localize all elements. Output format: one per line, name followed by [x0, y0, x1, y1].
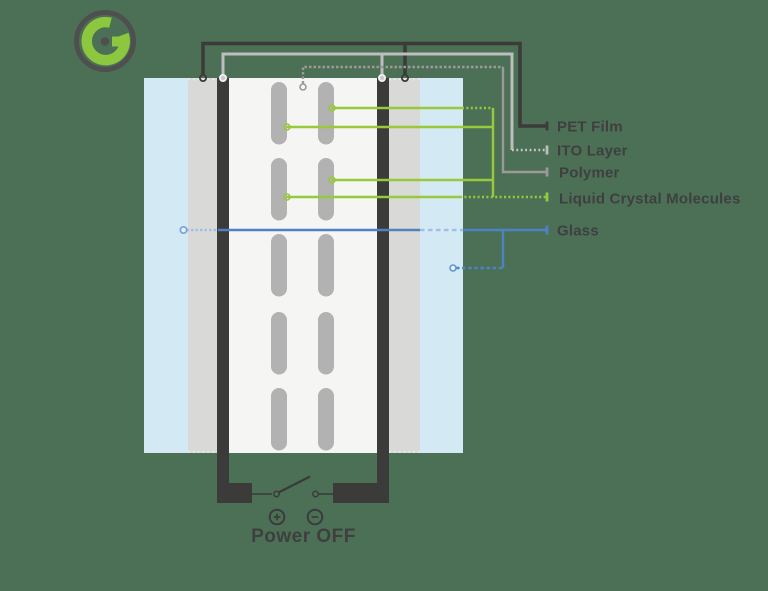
wire-node-dot — [377, 74, 386, 83]
glass-right-layer — [420, 78, 463, 453]
lc-molecule-pill — [271, 312, 287, 375]
wire-node-dot — [198, 74, 207, 83]
power-state-label: Power OFF — [251, 526, 356, 547]
lc-molecule-pill — [318, 234, 334, 297]
polarity-symbols — [268, 508, 324, 526]
g-icon — [81, 16, 130, 66]
lc-molecule-pill — [271, 158, 287, 221]
lc-molecule-pill — [271, 388, 287, 451]
logo-center-dot — [100, 37, 110, 46]
open-switch-icon — [252, 475, 333, 498]
circled-minus-icon — [306, 508, 324, 526]
label-ito-layer: ITO Layer — [557, 142, 628, 160]
label-pet-film: PET Film — [557, 118, 623, 136]
lc-molecule-pill — [318, 388, 334, 451]
lc-molecule-pill — [318, 158, 334, 221]
polymer-layer — [229, 78, 377, 453]
lc-molecule-pill — [271, 234, 287, 297]
label-polymer: Polymer — [559, 164, 620, 182]
wire-node-dot — [218, 74, 227, 83]
glass-node-dot — [179, 225, 188, 235]
brand-logo — [74, 10, 136, 72]
logo-ring — [74, 10, 136, 72]
ito-left-electrode — [217, 78, 229, 503]
lc-node-dot — [328, 104, 336, 112]
glass-connectors — [179, 225, 546, 272]
switch-blade — [277, 475, 311, 494]
liquid-crystal-molecules — [271, 82, 334, 451]
switch-contact-dot — [312, 490, 319, 498]
lc-node-dot — [283, 193, 291, 201]
glass-node-dot — [449, 264, 457, 272]
lc-molecule-pill — [318, 82, 334, 145]
glass-left-layer — [144, 78, 188, 453]
switch-contact-dot — [273, 490, 280, 498]
polymer-label-lead — [501, 67, 546, 174]
top-wiring — [198, 41, 546, 174]
circled-plus-icon — [268, 508, 286, 526]
polymer-wire-dashed — [301, 65, 503, 84]
lc-molecule-connectors — [283, 104, 546, 201]
lc-molecule-pill — [318, 312, 334, 375]
lc-molecule-pill — [271, 82, 287, 145]
label-liquid-crystal-molecules: Liquid Crystal Molecules — [559, 190, 741, 208]
pet-dotted-edges — [188, 78, 420, 453]
pet-film-left-layer — [188, 78, 217, 453]
electrode-foot-left — [217, 483, 252, 503]
film-stack — [144, 78, 463, 503]
ito-wire — [221, 52, 514, 150]
electrode-foot-right — [333, 483, 389, 503]
wire-node-dot — [400, 74, 409, 83]
ito-right-electrode — [377, 78, 389, 503]
lc-node-dot — [283, 123, 291, 131]
pet-film-right-layer — [389, 78, 420, 453]
polymer-node-dot — [299, 83, 307, 91]
pet-film-wire — [201, 41, 546, 128]
lc-node-dot — [328, 176, 336, 184]
label-glass: Glass — [557, 222, 599, 240]
